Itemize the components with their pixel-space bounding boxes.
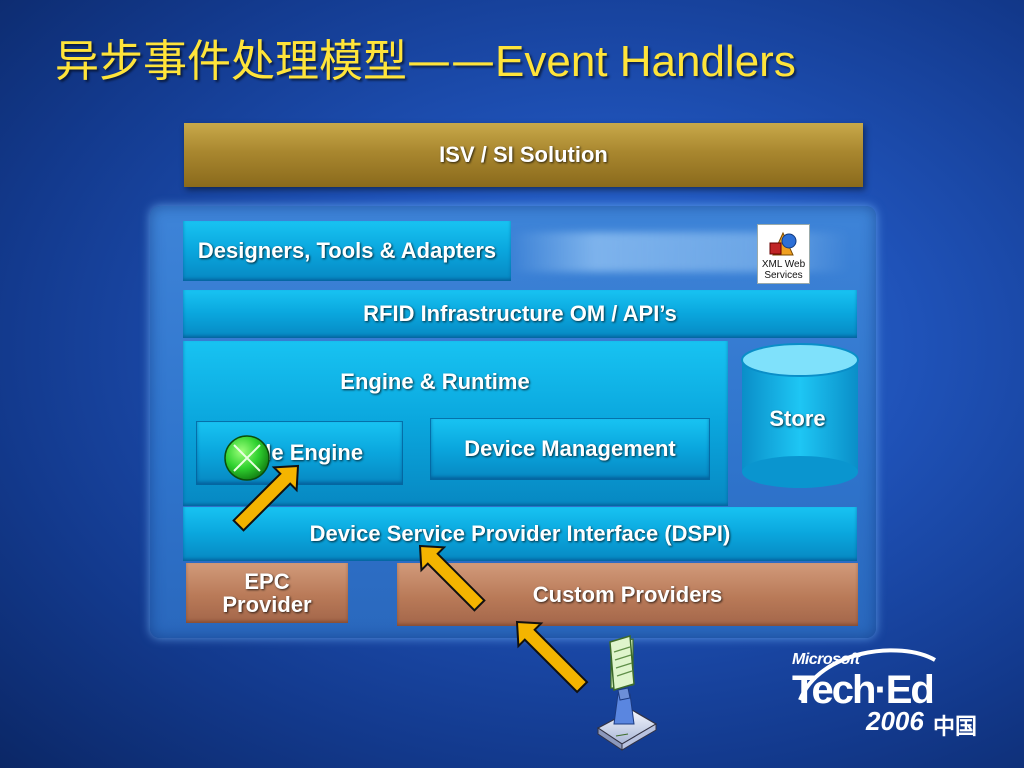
rfid-om-api-box: RFID Infrastructure OM / API’s (183, 290, 857, 338)
rules-engine-box: Rule Engine (197, 422, 402, 484)
device-management-box: Device Management (431, 419, 709, 479)
slide-title: 异步事件处理模型——Event Handlers (55, 30, 955, 94)
xml-web-services-icon: XML Web Services (757, 224, 810, 284)
dspi-label: Device Service Provider Interface (DSPI) (309, 521, 731, 547)
device-management-label: Device Management (464, 436, 676, 462)
designers-tools-label: Designers, Tools & Adapters (197, 238, 497, 264)
store-label: Store (769, 406, 826, 432)
isv-solution-label: ISV / SI Solution (439, 142, 608, 168)
title-chinese: 异步事件处理模型—— (55, 36, 495, 87)
title-english: Event Handlers (495, 37, 796, 86)
teched-logo-text: Tech·Ed (792, 668, 935, 712)
rfid-om-api-label: RFID Infrastructure OM / API’s (363, 301, 677, 327)
engine-runtime-label: Engine & Runtime (340, 369, 530, 395)
epc-provider-label: EPC Provider (222, 568, 312, 617)
custom-providers-box: Custom Providers (397, 563, 858, 626)
xml-shapes-icon (769, 231, 796, 256)
teched-year: 2006 (866, 706, 924, 736)
rfid-reader-icon (596, 638, 658, 751)
teched-region: 中国 (933, 715, 978, 740)
xml-web-services-label: XML Web Services (761, 259, 806, 281)
store-cylinder (741, 343, 859, 488)
custom-providers-label: Custom Providers (532, 581, 723, 607)
rfid-tag-icon (609, 635, 635, 701)
isv-solution-box: ISV / SI Solution (184, 123, 863, 187)
microsoft-logo-text: Microsoft (792, 651, 860, 668)
designers-tools-box: Designers, Tools & Adapters (183, 221, 511, 281)
dspi-box: Device Service Provider Interface (DSPI) (183, 507, 857, 561)
rules-engine-label: Rule Engine (235, 440, 364, 466)
epc-provider-box: EPC Provider (186, 563, 348, 623)
